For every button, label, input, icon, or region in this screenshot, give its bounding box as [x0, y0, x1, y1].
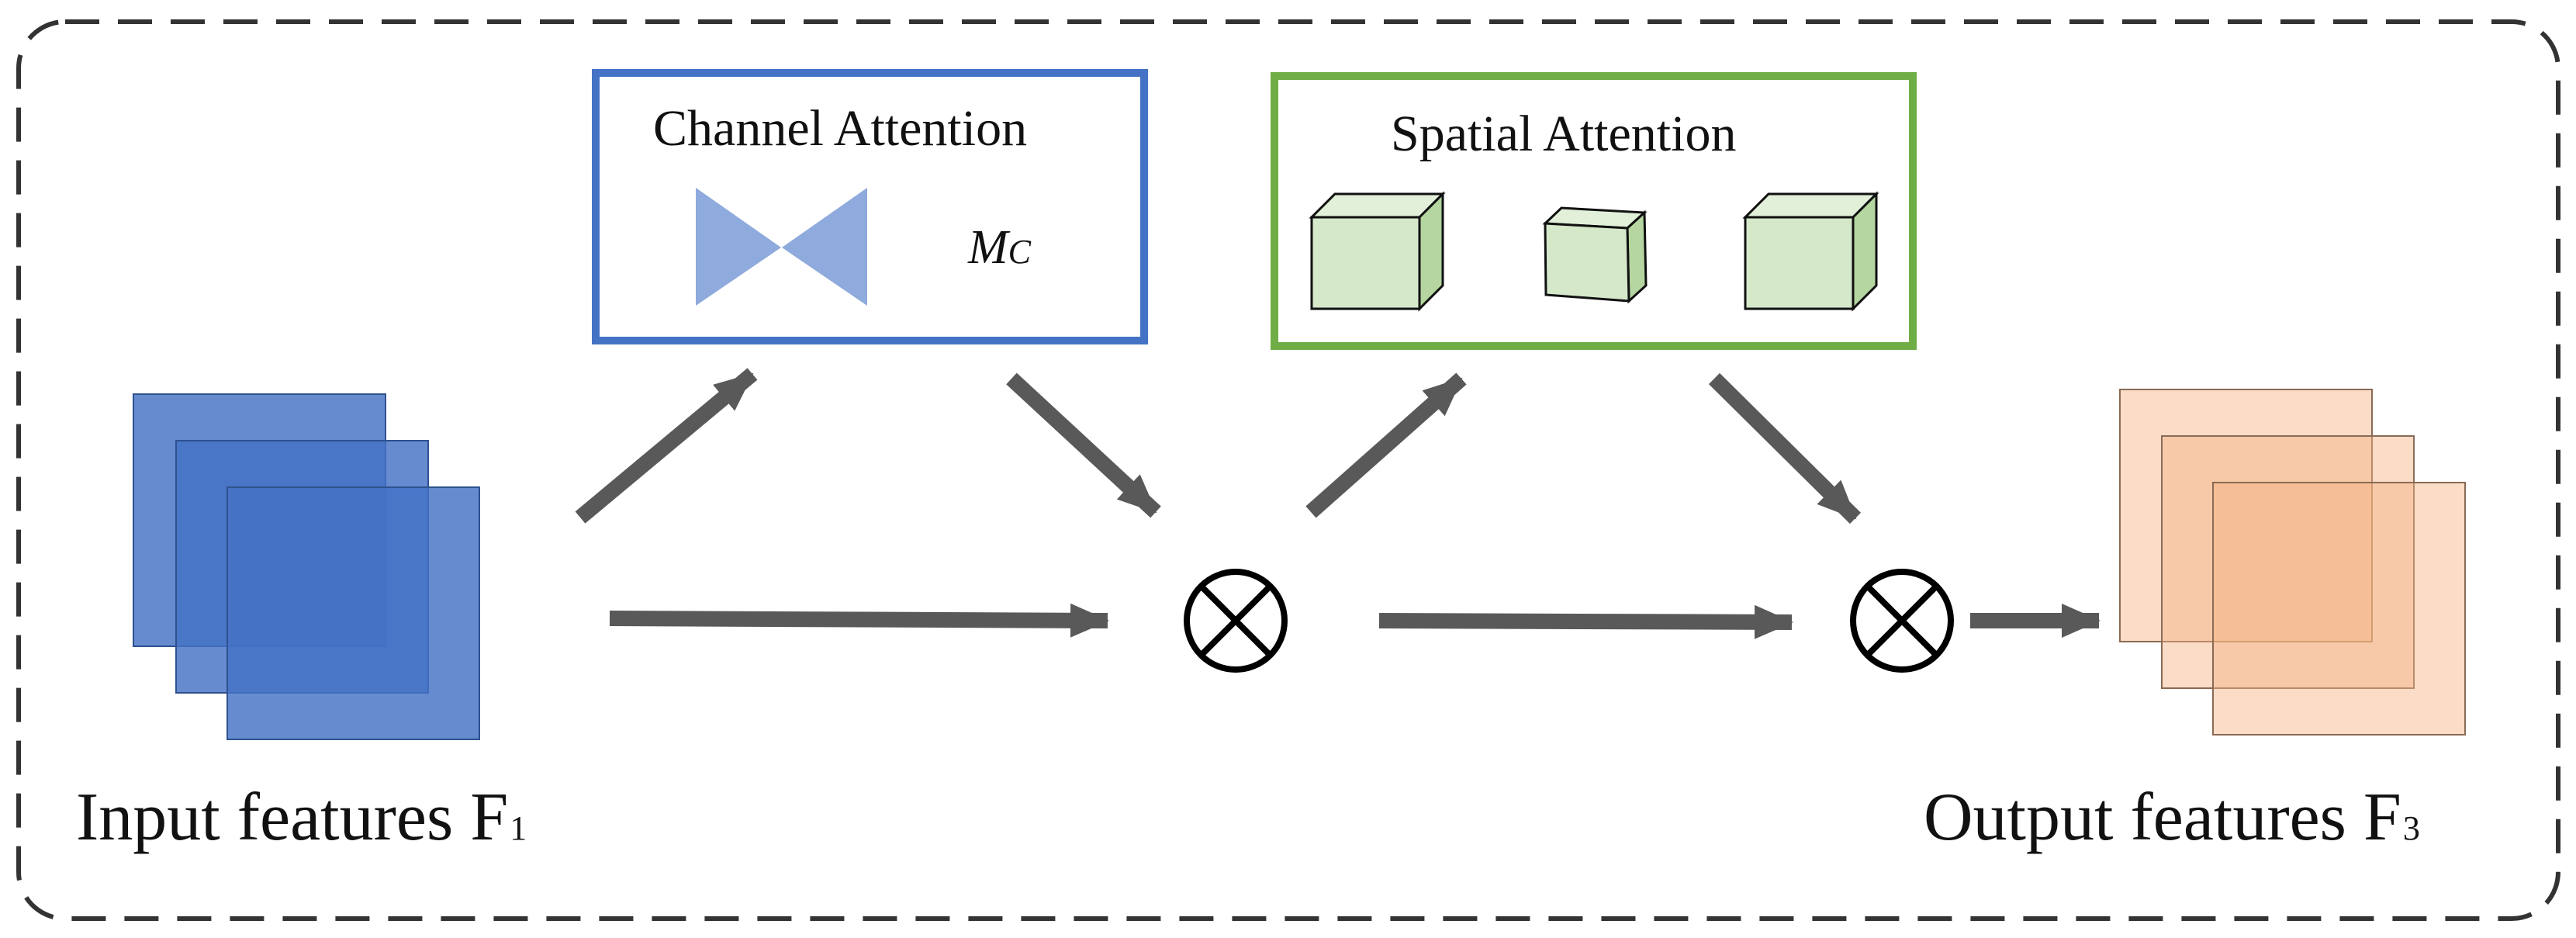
- bottleneck-icon: [696, 188, 781, 306]
- multiply-operator-icon: [1184, 569, 1288, 673]
- arrow-input-to-channel: [575, 368, 758, 524]
- spatial-attention-title: Spatial Attention: [1391, 106, 1737, 162]
- bottleneck-icon: [782, 188, 867, 306]
- arrow-multiply-to-spatial: [1305, 372, 1467, 518]
- channel-attention-symbol-sub: C: [1008, 233, 1032, 271]
- input-feature-map: [226, 486, 480, 740]
- arrow-spatial-to-multiply: [1708, 372, 1862, 524]
- cube-icon: [1542, 206, 1648, 304]
- cube-icon: [1742, 191, 1879, 312]
- arrow-multiply-to-multiply: [1378, 604, 1793, 639]
- channel-attention-box: [592, 69, 1148, 344]
- output-feature-stack: [2119, 389, 2466, 736]
- arrow-channel-to-multiply: [1006, 372, 1161, 518]
- input-features-label: Input features F1: [76, 784, 527, 852]
- channel-attention-title: Channel Attention: [653, 100, 1028, 157]
- cube-icon: [1309, 191, 1446, 312]
- input-features-subscript: 1: [510, 809, 527, 847]
- outer-dashed-frame: [16, 19, 2560, 921]
- output-feature-map: [2161, 435, 2415, 689]
- output-features-text: Output features F: [1924, 780, 2401, 855]
- multiply-operator-icon: [1850, 569, 1954, 673]
- channel-attention-symbol-main: M: [968, 221, 1008, 274]
- output-features-subscript: 3: [2402, 809, 2420, 847]
- channel-attention-symbol: MC: [968, 223, 1031, 272]
- input-features-text: Input features F: [76, 780, 509, 855]
- spatial-attention-box: [1271, 72, 1917, 350]
- arrow-input-to-multiply: [609, 603, 1109, 638]
- output-feature-map: [2212, 482, 2466, 736]
- input-feature-stack: [133, 393, 480, 740]
- output-features-label: Output features F3: [1924, 784, 2420, 852]
